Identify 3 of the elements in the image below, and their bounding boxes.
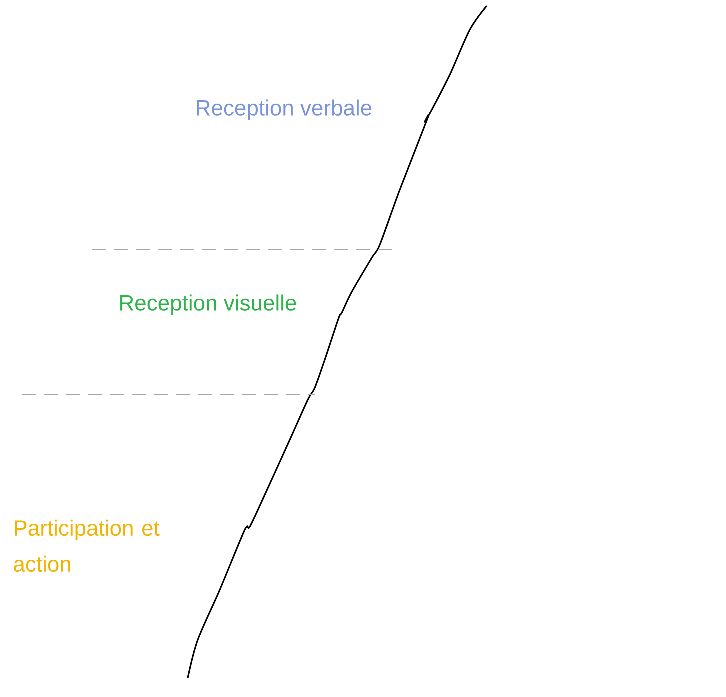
zone-label: Reception visuelle: [120, 294, 296, 316]
zone-label: Reception verbale: [197, 100, 372, 120]
zone-label: Participation et action: [14, 520, 160, 572]
